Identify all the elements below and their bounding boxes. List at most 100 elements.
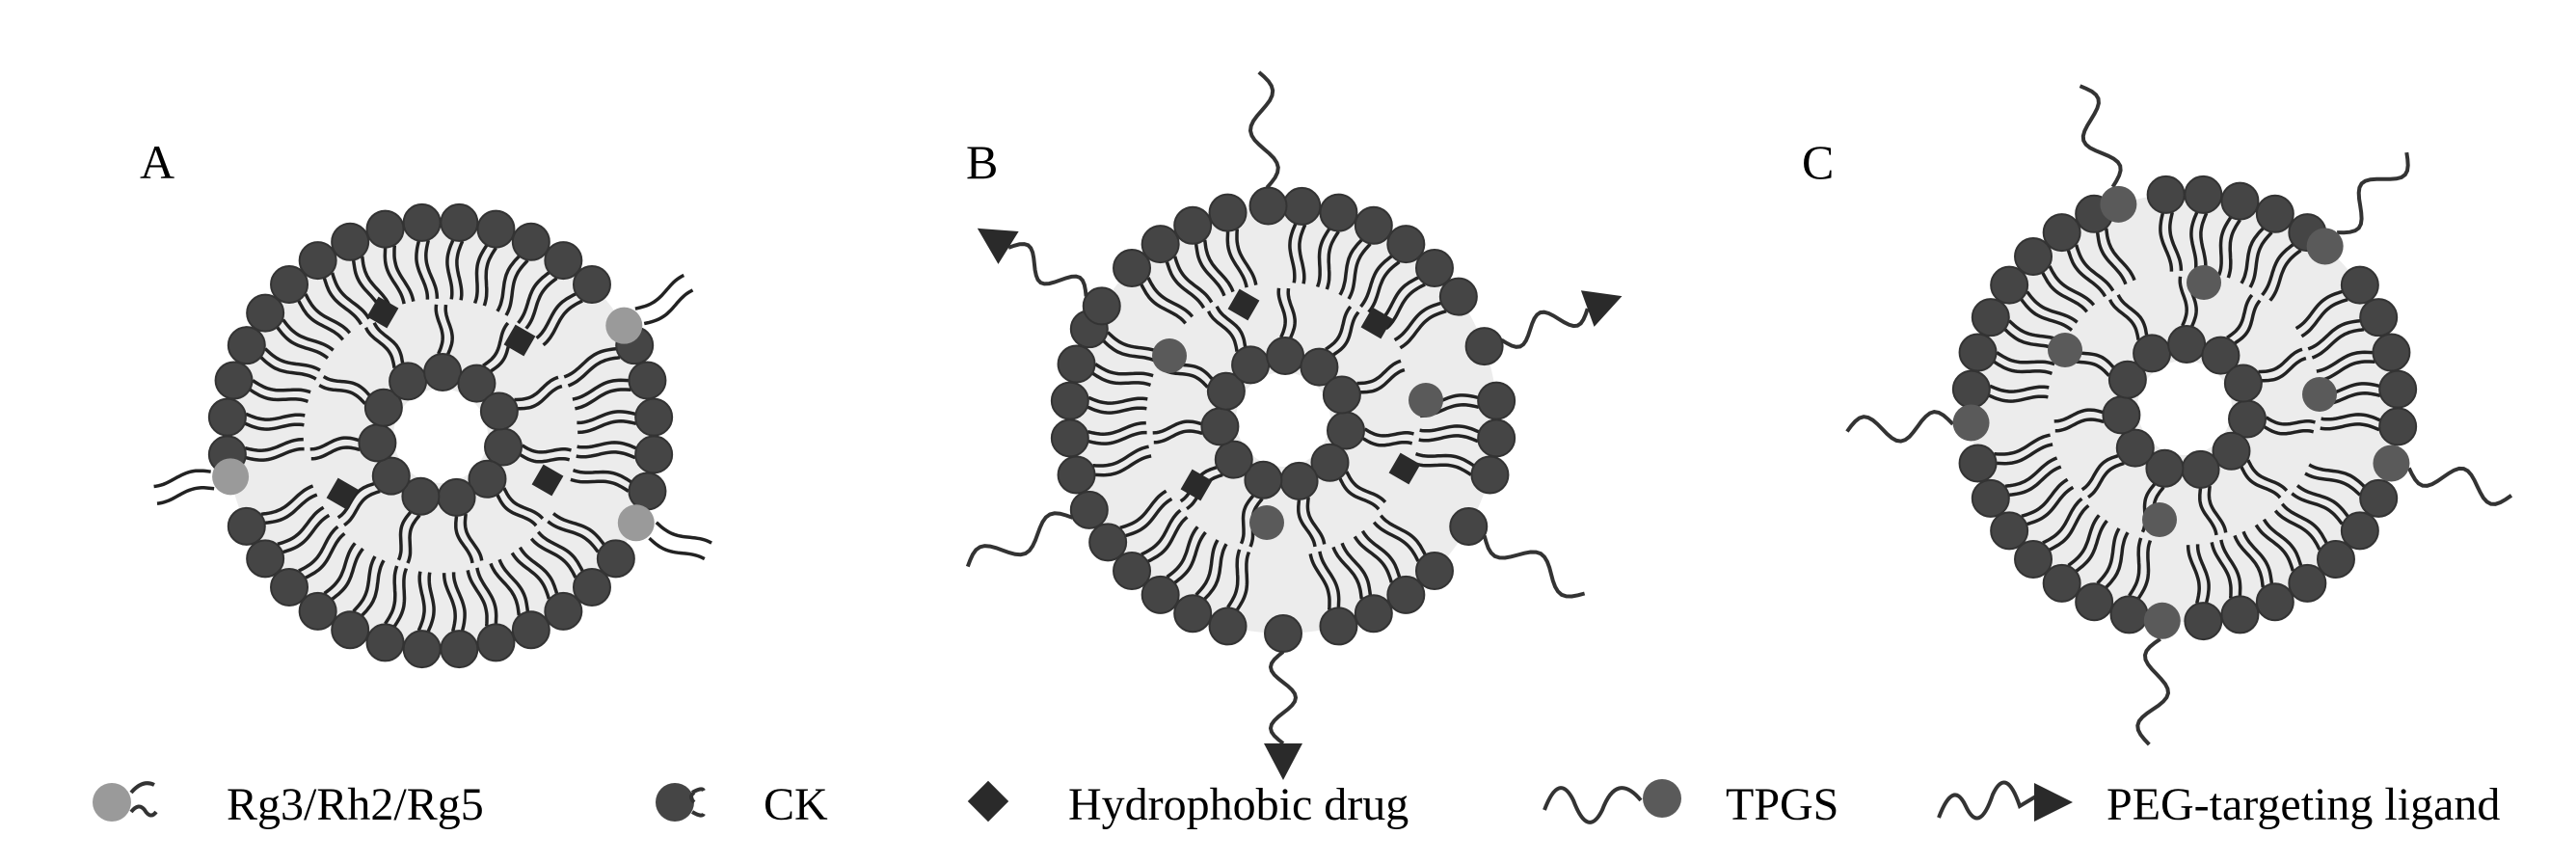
lipid-tail — [482, 247, 497, 307]
lipid-tail — [1367, 260, 1401, 313]
ck-head — [331, 610, 370, 650]
tpgs-chain — [1845, 410, 1955, 444]
ck-head — [596, 539, 635, 579]
lipid-tail — [2261, 243, 2294, 297]
lipid-tail — [1318, 551, 1341, 607]
lipid-tail — [1194, 243, 1226, 297]
tpgs-head — [2143, 602, 2181, 639]
lipid-tail — [1360, 367, 1406, 394]
lipid-tail — [1325, 305, 1353, 351]
lipid-tail — [1356, 359, 1402, 386]
ck-head-inner — [2133, 334, 2172, 373]
lipid-tail — [2263, 425, 2315, 436]
lipid-tail — [2020, 298, 2074, 332]
ck-head — [365, 209, 405, 249]
ck-head — [1414, 249, 1454, 288]
ck-head — [2042, 213, 2081, 253]
lipid-tail — [1379, 514, 1427, 555]
ck-head-inner — [2181, 449, 2220, 489]
lipid-tail — [1207, 310, 1239, 352]
lipid-tail — [415, 240, 430, 300]
legend: Rg3/Rh2/Rg5 CK Hydrophobic drug TPGS PEG… — [93, 779, 2500, 830]
lipid-tail — [2233, 534, 2266, 588]
tpgs-head — [2100, 185, 2137, 223]
liposome-a — [153, 202, 712, 669]
lipid-tail — [1359, 255, 1393, 309]
lipid-tail — [1140, 283, 1188, 325]
ck-head-inner — [1322, 375, 1361, 415]
ck-head — [298, 591, 337, 631]
lipid-tail — [2198, 488, 2218, 536]
ck-head-inner — [401, 476, 441, 516]
lipid-tail — [1102, 339, 1160, 364]
lipid-tail — [1087, 395, 1148, 405]
lipid-tail — [1202, 239, 1235, 293]
ck-head — [207, 397, 247, 437]
ck-head-inner — [437, 477, 476, 517]
lipid-tail — [2066, 250, 2107, 298]
lipid-tail — [2096, 527, 2121, 585]
ck-head — [1477, 381, 1516, 420]
legend-tpgs-label: TPGS — [1726, 779, 1838, 830]
lipid-tail — [343, 489, 381, 527]
lipid-tail — [634, 273, 685, 310]
tpgs-head-inner — [2302, 377, 2337, 412]
lipid-tail — [518, 546, 559, 594]
lipid-tail — [1125, 497, 1173, 538]
ck-head — [2372, 333, 2411, 372]
lipid-tail — [1298, 224, 1307, 284]
lipid-tail — [1363, 427, 1414, 438]
ck-head — [227, 326, 266, 365]
lipid-tail — [277, 505, 325, 546]
lipid-tail — [519, 453, 571, 464]
ck-head — [1057, 455, 1096, 495]
lipid-tail — [336, 482, 375, 520]
lipid-tail — [2320, 422, 2380, 432]
lipid-tail — [572, 468, 632, 484]
lipid-tail — [576, 450, 636, 460]
ck-head — [2340, 511, 2379, 551]
peg-chain — [1268, 650, 1299, 745]
lipid-tail — [1347, 242, 1372, 300]
lipid-tail — [1412, 461, 1472, 476]
lipid-tail — [524, 277, 558, 330]
ck-head — [2316, 539, 2355, 579]
lipid-tail — [2262, 518, 2303, 566]
lipid-tail — [577, 419, 637, 435]
lipid-tail — [2240, 466, 2282, 499]
ck-head — [2255, 194, 2294, 233]
ck-head-inner — [371, 456, 411, 496]
lipid-tail — [463, 513, 484, 561]
ck-head — [2288, 563, 2327, 603]
lipid-tail — [2041, 272, 2089, 313]
ck-head-inner — [1244, 460, 1283, 499]
ck-head — [2184, 175, 2223, 214]
tpgs-head-inner — [1409, 383, 1443, 418]
ck-head — [2359, 298, 2399, 337]
ck-head — [331, 222, 370, 261]
lipid-tail — [2268, 249, 2302, 302]
ck-head-inner — [2107, 360, 2147, 399]
lipid-tail — [1419, 424, 1480, 434]
ck-head — [634, 397, 674, 437]
lipid-tail — [2116, 293, 2149, 336]
lipid-tail — [1235, 551, 1251, 611]
ck-head — [270, 265, 309, 305]
ck-head — [1050, 381, 1089, 420]
lipid-tail — [2008, 465, 2062, 498]
lipid-tail — [547, 520, 600, 553]
lipid-tail — [424, 239, 440, 299]
ck-head — [544, 591, 583, 631]
hydrophobic-drug — [503, 324, 536, 357]
ck-head — [1264, 614, 1302, 653]
rg-head — [605, 307, 643, 344]
lipid-tail — [2280, 502, 2328, 544]
lipid-tail — [2048, 265, 2096, 307]
legend-ck-label: CK — [764, 779, 828, 830]
lipid-tail — [518, 384, 563, 411]
lipid-tail — [2311, 327, 2365, 360]
ck-head — [634, 435, 674, 474]
lipid-tail — [575, 388, 631, 411]
lipid-tail — [392, 567, 409, 628]
ck-head — [1319, 607, 1358, 646]
